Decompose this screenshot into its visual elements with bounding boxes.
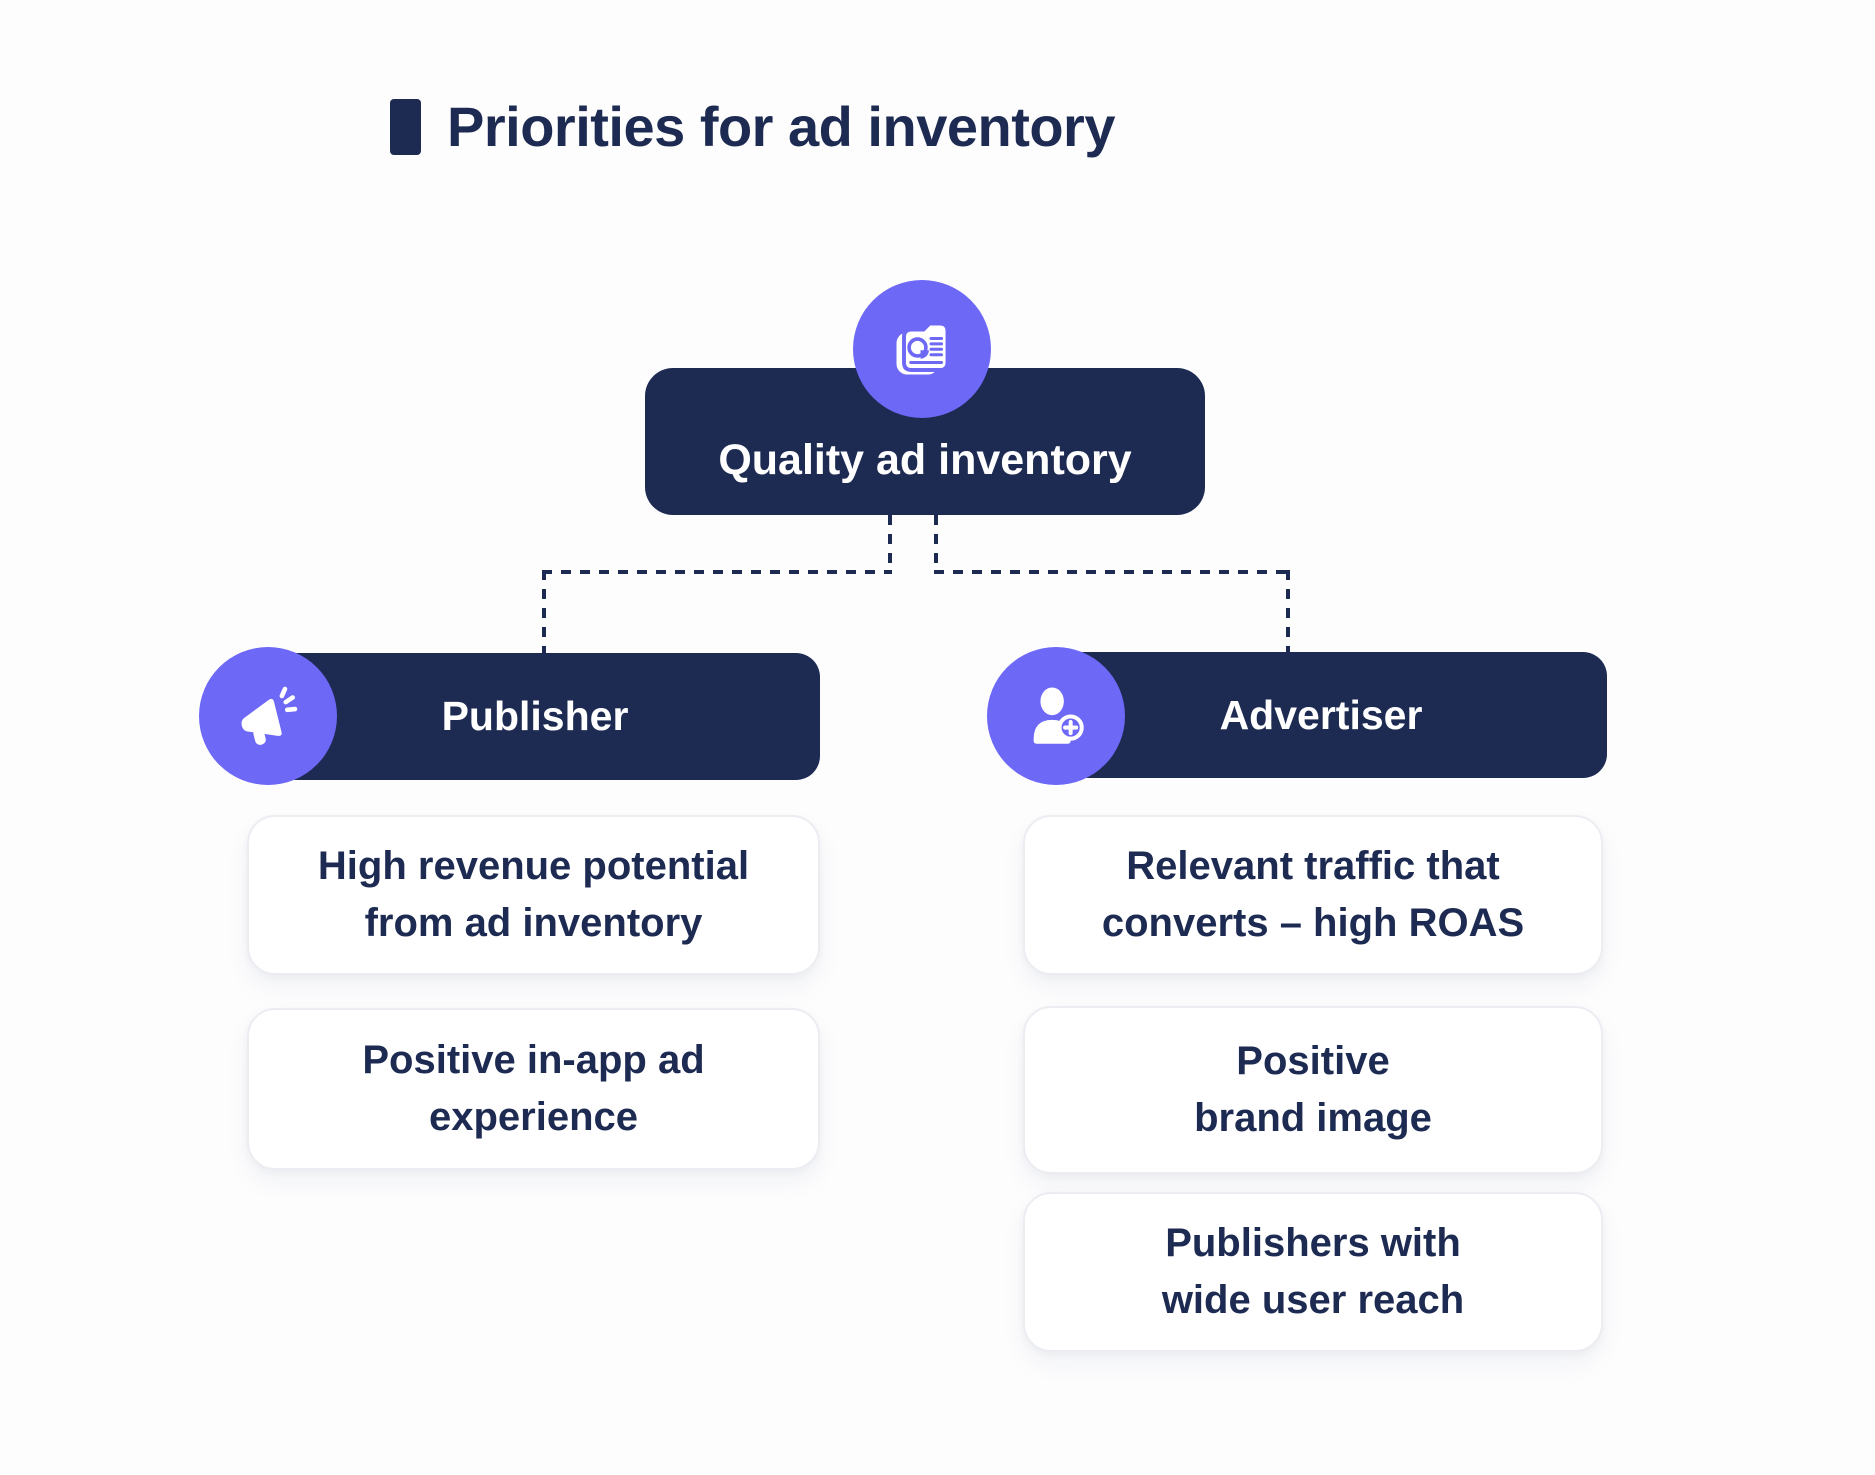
connector-left-horizontal (542, 570, 892, 574)
priority-card-text: Positive brand image (1194, 1039, 1432, 1140)
branch-header-publisher: Publisher (250, 653, 820, 780)
report-chart-icon (853, 280, 991, 418)
connector-advertiser-drop (1286, 570, 1290, 654)
priority-card-advertiser-3: Publishers with wide user reach (1023, 1192, 1603, 1352)
priority-card-advertiser-2: Positive brand image (1023, 1006, 1603, 1174)
priority-card-publisher-1: High revenue potential from ad inventory (247, 815, 820, 975)
priority-card-text: Positive in-app ad experience (362, 1038, 705, 1139)
connector-root-left-vertical (888, 515, 892, 573)
priority-card-text: High revenue potential from ad inventory (317, 844, 750, 945)
page-title: Priorities for ad inventory (447, 95, 1116, 158)
priority-card-advertiser-1: Relevant traffic that converts – high RO… (1023, 815, 1603, 975)
megaphone-icon (199, 647, 337, 785)
user-add-icon (987, 647, 1125, 785)
advertiser-label: Advertiser (1219, 691, 1423, 738)
connector-root-right-vertical (934, 515, 938, 573)
root-node-label: Quality ad inventory (718, 436, 1132, 484)
branch-header-advertiser: Advertiser (1035, 652, 1607, 778)
priority-card-publisher-2: Positive in-app ad experience (247, 1008, 820, 1170)
priority-card-text: Publishers with wide user reach (1161, 1221, 1465, 1322)
priority-card-text: Relevant traffic that converts – high RO… (1101, 844, 1525, 945)
connector-publisher-drop (542, 570, 546, 655)
title-bar-glyph (390, 98, 421, 155)
publisher-label: Publisher (441, 693, 629, 739)
connector-right-horizontal (934, 570, 1290, 574)
title-row: Priorities for ad inventory (390, 94, 1116, 159)
